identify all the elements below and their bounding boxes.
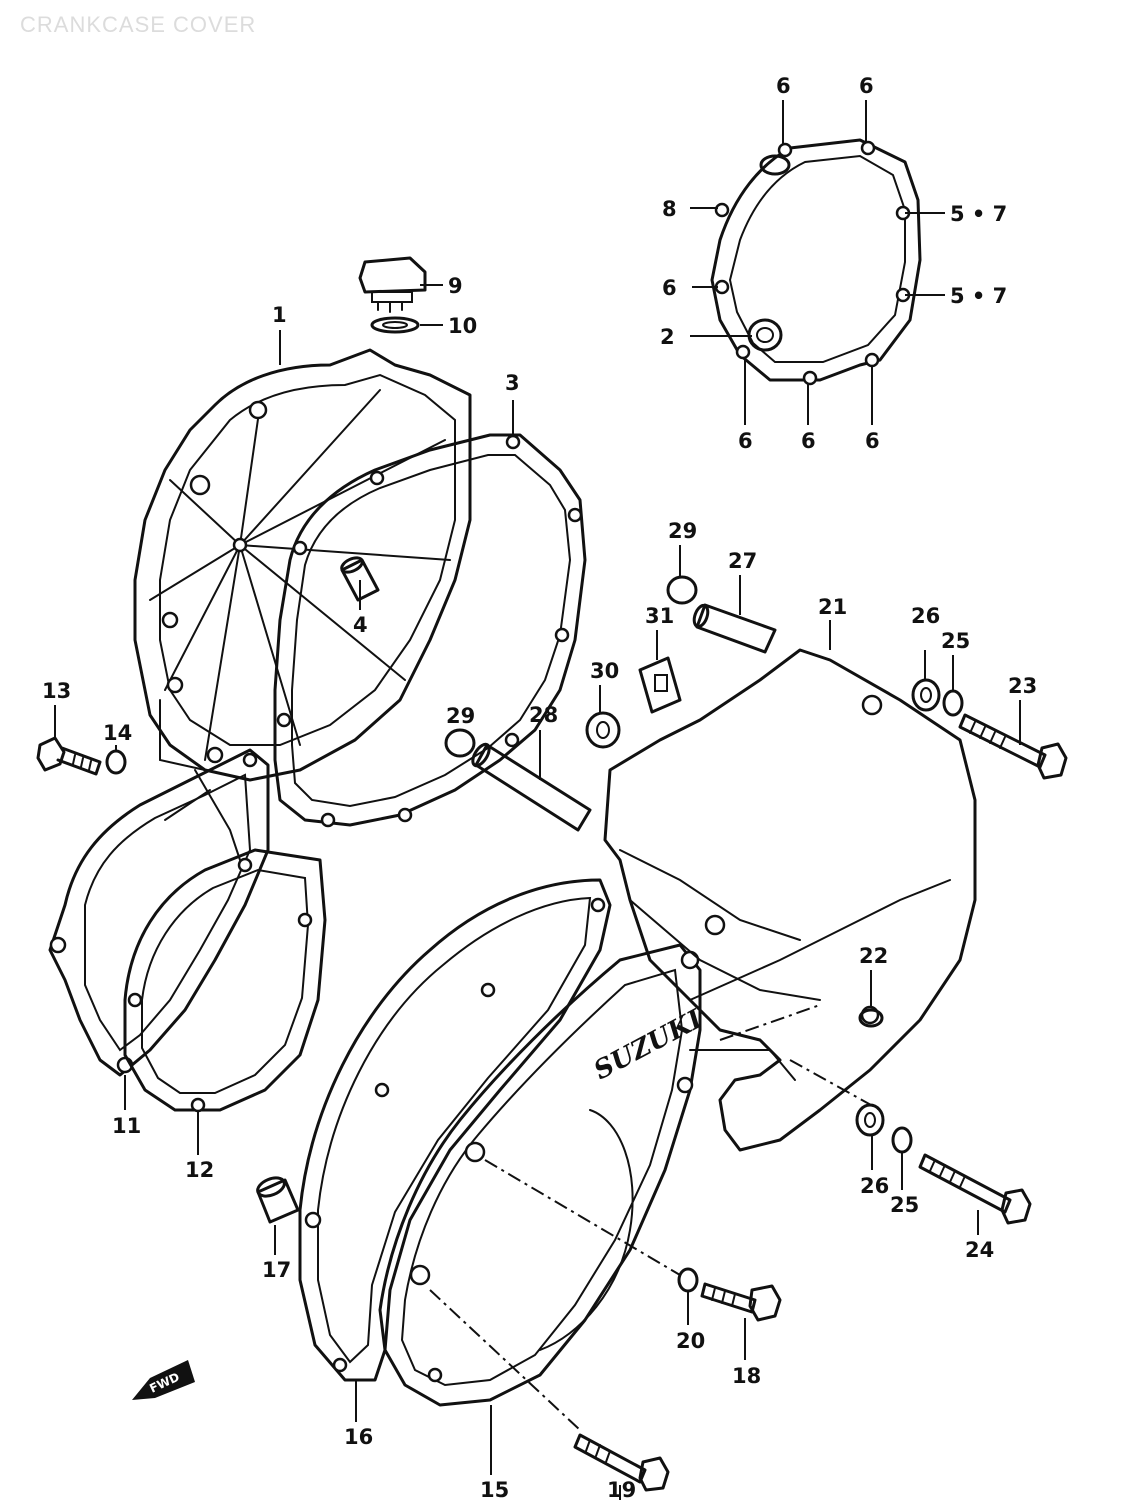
callout-6-bottom-right: 6 — [865, 429, 880, 453]
callout-21: 21 — [818, 595, 847, 619]
sprocket-cover-part-21 — [603, 648, 977, 1152]
dowel-pin-part-4 — [340, 556, 380, 602]
callout-14: 14 — [103, 721, 132, 745]
callout-16: 16 — [344, 1425, 373, 1449]
signal-generator-cover-part-15 — [378, 943, 702, 1407]
generator-cover-gasket-part-12 — [123, 848, 327, 1113]
cap-part-29-lower — [444, 728, 476, 758]
bolt-part-19 — [573, 1433, 670, 1492]
sleeve-part-28 — [471, 742, 592, 832]
callout-6-left: 6 — [662, 276, 677, 300]
callout-6-top-right: 6 — [859, 74, 874, 98]
callout-24: 24 — [965, 1238, 994, 1262]
callout-11: 11 — [112, 1114, 141, 1138]
callout-15: 15 — [480, 1478, 509, 1500]
forward-direction-arrow-icon: FWD — [132, 1360, 195, 1400]
bolt-part-13 — [36, 736, 102, 776]
page-title: CRANKCASE COVER — [20, 12, 257, 37]
callout-25-upper: 25 — [941, 629, 970, 653]
callout-29-lower: 29 — [446, 704, 475, 728]
leader-lines — [54, 100, 1021, 1500]
dowel-part-17 — [256, 1176, 300, 1224]
generator-cover-part-11 — [48, 748, 270, 1077]
callout-13: 13 — [42, 679, 71, 703]
callout-5-7-lower: 5 • 7 — [950, 284, 1007, 308]
washer-part-20 — [677, 1267, 699, 1293]
callout-4: 4 — [353, 613, 368, 637]
callout-29-upper: 29 — [668, 519, 697, 543]
grommet-part-30 — [585, 711, 621, 749]
alignment-lines — [429, 1004, 881, 1431]
bolt-part-23 — [958, 713, 1068, 780]
sleeve-part-27 — [692, 603, 777, 654]
washer-part-25-lower — [891, 1126, 913, 1154]
callout-28: 28 — [529, 703, 558, 727]
washer-part-25-upper — [942, 689, 964, 717]
oil-filler-plug-part-9 — [358, 256, 427, 313]
callout-19: 19 — [607, 1478, 636, 1500]
callout-9: 9 — [448, 274, 463, 298]
clutch-cover-inner-part — [710, 138, 922, 386]
callout-22: 22 — [859, 944, 888, 968]
callout-17: 17 — [262, 1258, 291, 1282]
callout-25-lower: 25 — [890, 1193, 919, 1217]
callout-10: 10 — [448, 314, 477, 338]
clutch-cover-gasket-part-3 — [273, 433, 587, 828]
callout-20: 20 — [676, 1329, 705, 1353]
bolt-part-24 — [918, 1153, 1032, 1225]
callout-26-upper: 26 — [911, 604, 940, 628]
grommet-part-26-upper — [911, 678, 941, 712]
callout-27: 27 — [728, 549, 757, 573]
callout-labels: 1 2 3 4 5 • 7 5 • 7 6 6 6 6 6 6 8 9 10 1… — [42, 74, 1037, 1500]
callout-1: 1 — [272, 303, 287, 327]
clutch-cover-part-1 — [133, 348, 472, 782]
washer-part-14 — [105, 749, 127, 775]
cap-part-29-upper — [666, 575, 698, 605]
callout-6-bottom-left: 6 — [738, 429, 753, 453]
callout-30: 30 — [590, 659, 619, 683]
signal-generator-gasket-part-16 — [298, 878, 612, 1382]
callout-31: 31 — [645, 604, 674, 628]
callout-26-lower: 26 — [860, 1174, 889, 1198]
callout-6-bottom-mid: 6 — [801, 429, 816, 453]
callout-2: 2 — [660, 325, 675, 349]
callout-5-7-upper: 5 • 7 — [950, 202, 1007, 226]
callout-12: 12 — [185, 1158, 214, 1182]
callout-8: 8 — [662, 197, 677, 221]
callout-3: 3 — [505, 371, 520, 395]
bolt-part-18 — [700, 1282, 782, 1322]
callout-23: 23 — [1008, 674, 1037, 698]
plug-part-22 — [858, 1008, 884, 1028]
clip-part-31 — [638, 656, 682, 714]
brand-logo: SUZUKI — [589, 1004, 708, 1086]
callout-18: 18 — [732, 1364, 761, 1388]
callout-6-top-left: 6 — [776, 74, 791, 98]
o-ring-part-10 — [370, 316, 420, 334]
